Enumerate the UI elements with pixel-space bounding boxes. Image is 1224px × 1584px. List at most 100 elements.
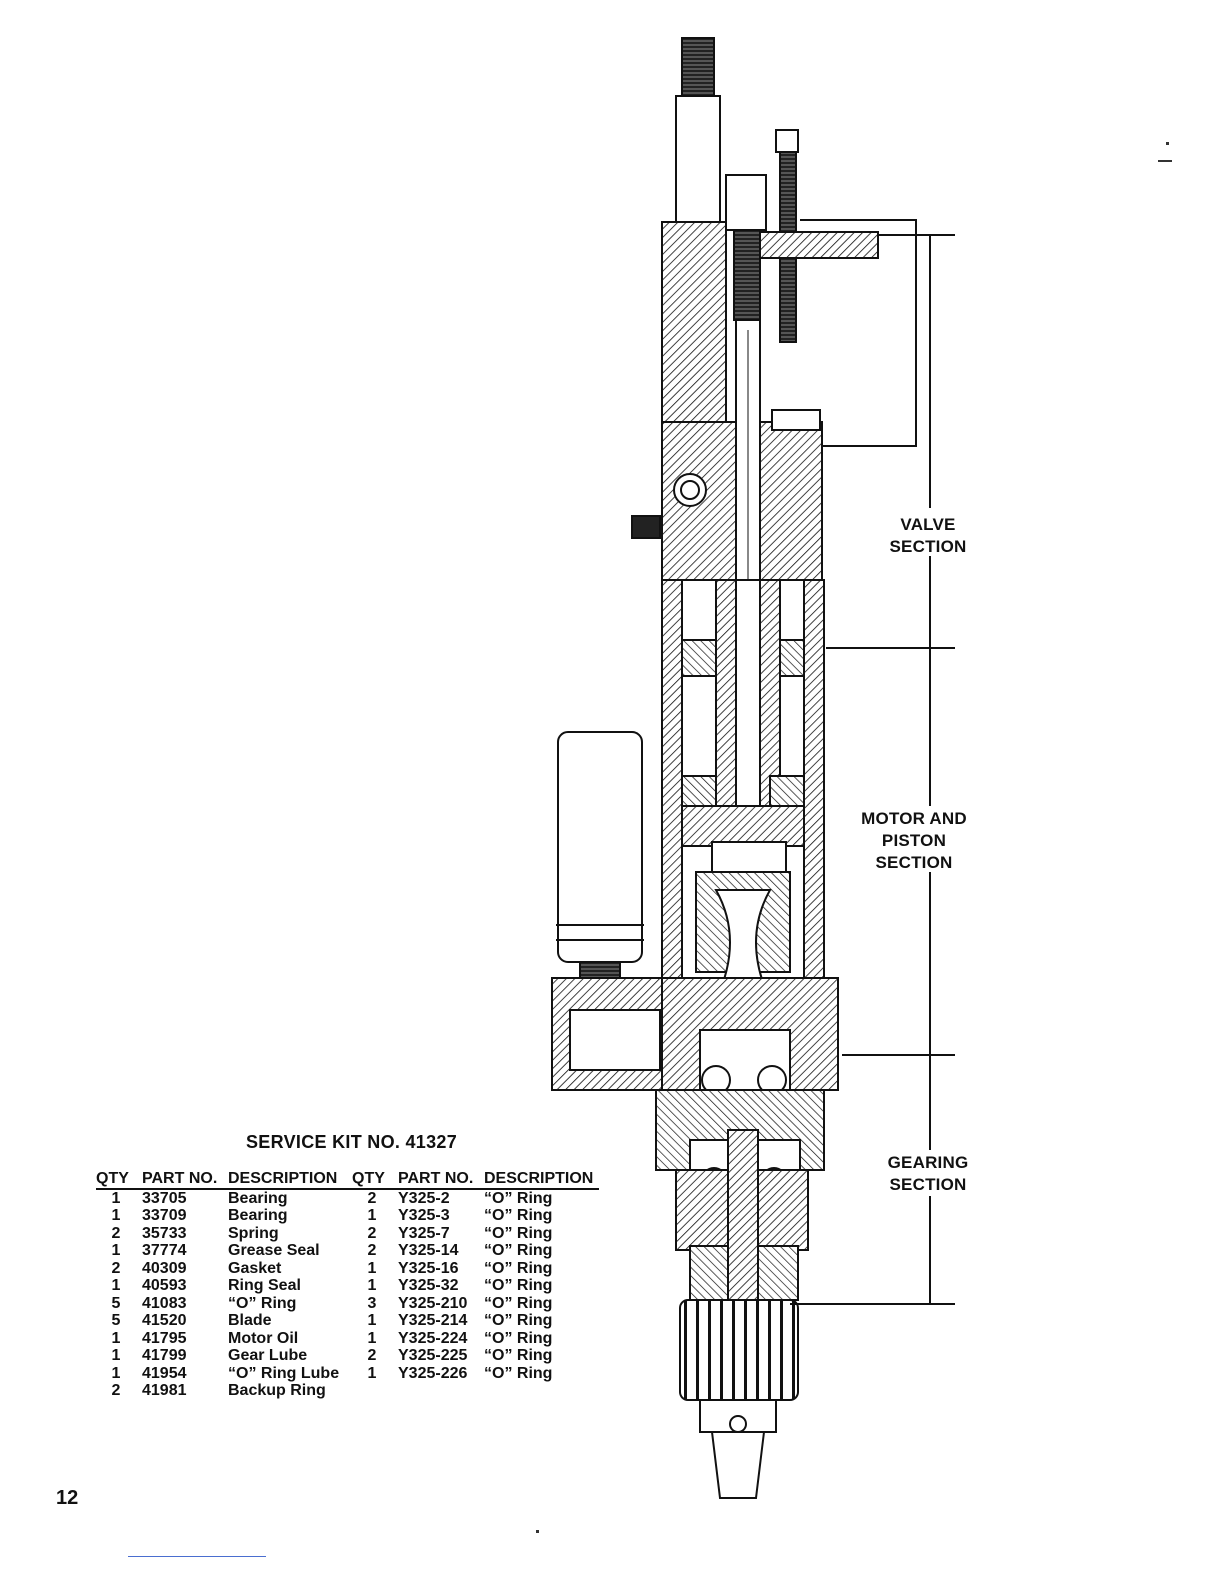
description-cell: Blade [228, 1312, 272, 1329]
part-no-cell: Y325-16 [398, 1259, 459, 1277]
part-no-cell: 37774 [142, 1242, 187, 1259]
qty-cell: 2 [367, 1189, 377, 1207]
label-line: SECTION [875, 853, 953, 872]
part-no-cell: Y325-210 [398, 1294, 468, 1312]
table-row: 5 41083 “O” Ring [96, 1295, 354, 1313]
part-no-cell: 33709 [142, 1207, 187, 1224]
qty-cell: 1 [111, 1189, 121, 1207]
description-cell: “O” Ring [484, 1259, 553, 1277]
table-row: 1 33705 Bearing [96, 1189, 354, 1208]
qty-cell: 1 [111, 1329, 121, 1347]
description-cell: Motor Oil [228, 1329, 299, 1347]
table-row: 1 Y325-16 “O” Ring [352, 1260, 599, 1278]
part-no-header: PART NO. [398, 1170, 484, 1190]
label-line: SECTION [889, 1175, 967, 1194]
table-row: 2 Y325-2 “O” Ring [352, 1189, 599, 1208]
qty-cell: 5 [111, 1294, 121, 1312]
scan-speck [1166, 142, 1169, 145]
part-no-cell: 41954 [142, 1364, 187, 1382]
qty-cell: 5 [111, 1312, 121, 1329]
description-cell: Ring Seal [228, 1277, 301, 1294]
qty-cell: 1 [367, 1329, 377, 1347]
label-line: GEARING [887, 1153, 969, 1172]
valve-section-label: VALVE SECTION [858, 514, 998, 558]
qty-cell: 2 [367, 1347, 377, 1364]
table-row: 2 Y325-225 “O” Ring [352, 1347, 599, 1365]
part-no-cell: Y325-3 [398, 1207, 450, 1224]
part-no-cell: Y325-2 [398, 1189, 450, 1207]
part-no-cell: Y325-224 [398, 1329, 468, 1347]
description-cell: “O” Ring [484, 1224, 553, 1242]
description-cell: “O” Ring [484, 1242, 553, 1259]
table-row: 1 41795 Motor Oil [96, 1330, 354, 1348]
description-header: DESCRIPTION [484, 1170, 600, 1190]
description-cell: “O” Ring [484, 1189, 553, 1207]
part-no-cell: 40309 [142, 1259, 187, 1277]
qty-cell: 1 [111, 1207, 121, 1224]
description-header: DESCRIPTION [228, 1170, 354, 1190]
scan-speck [1158, 160, 1172, 162]
description-cell: Spring [228, 1224, 279, 1242]
description-cell: “O” Ring Lube [228, 1364, 340, 1382]
part-no-cell: 41520 [142, 1312, 187, 1329]
qty-cell: 1 [367, 1259, 377, 1277]
part-no-header: PART NO. [142, 1170, 228, 1190]
description-cell: Bearing [228, 1189, 288, 1207]
table-row: 5 41520 Blade [96, 1312, 354, 1330]
description-cell: “O” Ring [484, 1207, 553, 1224]
parts-table-right: QTY PART NO. DESCRIPTION 2 Y325-2 “O” Ring… [352, 1170, 600, 1383]
qty-cell: 1 [367, 1312, 377, 1329]
qty-cell: 1 [367, 1364, 377, 1382]
qty-cell: 1 [367, 1207, 377, 1224]
description-cell: “O” Ring [484, 1312, 553, 1329]
gearing-section-label: GEARING SECTION [858, 1152, 998, 1196]
description-cell: “O” Ring [484, 1277, 553, 1294]
table-row: 1 Y325-224 “O” Ring [352, 1330, 599, 1348]
description-cell: Grease Seal [228, 1242, 320, 1259]
table-header-row: QTY PART NO. DESCRIPTION [96, 1170, 354, 1190]
qty-cell: 2 [111, 1259, 121, 1277]
table-row: 1 Y325-32 “O” Ring [352, 1277, 599, 1295]
part-no-cell: Y325-32 [398, 1277, 459, 1294]
description-cell: Backup Ring [228, 1382, 326, 1399]
description-cell: “O” Ring [484, 1364, 553, 1382]
part-no-cell: 41981 [142, 1382, 187, 1399]
qty-cell: 2 [111, 1224, 121, 1242]
qty-header: QTY [352, 1170, 398, 1190]
qty-header: QTY [96, 1170, 142, 1190]
description-cell: “O” Ring [484, 1329, 553, 1347]
table-row: 1 Y325-3 “O” Ring [352, 1207, 599, 1225]
tool-cross-section-drawing [551, 37, 955, 1499]
label-line: PISTON [881, 831, 947, 850]
description-cell: Bearing [228, 1207, 288, 1224]
part-no-cell: Y325-14 [398, 1242, 459, 1259]
description-cell: “O” Ring [484, 1294, 553, 1312]
part-no-cell: 33705 [142, 1189, 187, 1207]
description-cell: “O” Ring [484, 1347, 553, 1364]
part-no-cell: Y325-225 [398, 1347, 468, 1364]
footer-rule [128, 1556, 266, 1557]
description-cell: Gasket [228, 1259, 282, 1277]
part-no-cell: 41083 [142, 1294, 187, 1312]
qty-cell: 1 [367, 1277, 377, 1294]
part-no-cell: 41795 [142, 1329, 187, 1347]
qty-cell: 1 [111, 1277, 121, 1294]
threaded-tube-top [681, 37, 715, 97]
table-row: 2 35733 Spring [96, 1225, 354, 1243]
table-row: 1 33709 Bearing [96, 1207, 354, 1225]
motor-piston-section-label: MOTOR AND PISTON SECTION [844, 808, 984, 874]
part-no-cell: 35733 [142, 1224, 187, 1242]
part-no-cell: 40593 [142, 1277, 187, 1294]
table-row: 1 40593 Ring Seal [96, 1277, 354, 1295]
label-line: SECTION [889, 537, 967, 556]
description-cell: “O” Ring [228, 1294, 297, 1312]
page-number: 12 [56, 1487, 79, 1509]
